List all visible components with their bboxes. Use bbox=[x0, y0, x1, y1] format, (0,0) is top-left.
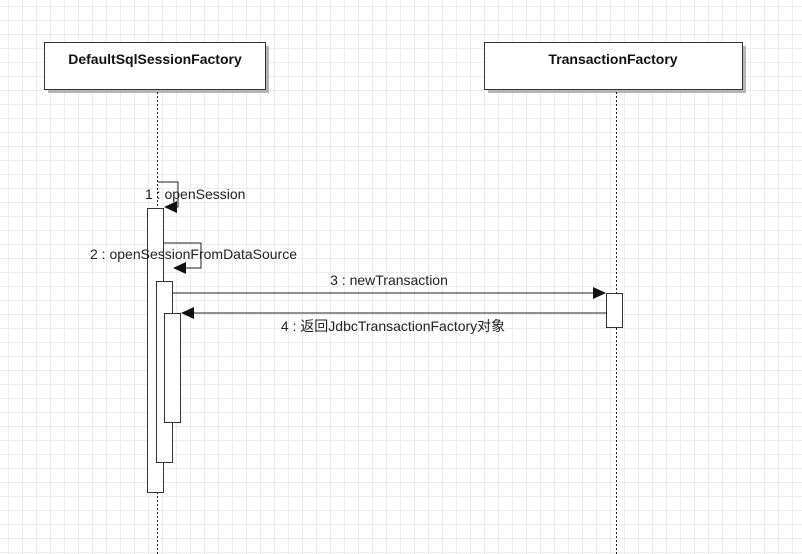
message-4-return-jdbc-transaction-factory[interactable]: 4 : 返回JdbcTransactionFactory对象 bbox=[181, 307, 606, 334]
arrow-head-icon bbox=[593, 287, 606, 299]
activation-bar-return-handling[interactable] bbox=[164, 313, 181, 423]
message-label: 2 : openSessionFromDataSource bbox=[90, 246, 297, 262]
arrow-head-icon bbox=[173, 262, 186, 274]
activation-bar-new-transaction[interactable] bbox=[606, 293, 623, 328]
message-label: 1 : openSession bbox=[145, 186, 245, 202]
participant-box bbox=[44, 42, 266, 90]
message-3-new-transaction[interactable]: 3 : newTransaction bbox=[173, 272, 606, 299]
participant-box bbox=[484, 42, 743, 90]
message-2-open-session-from-data-source[interactable]: 2 : openSessionFromDataSource bbox=[90, 242, 297, 274]
arrow-head-icon bbox=[164, 201, 177, 213]
participant-label: TransactionFactory bbox=[548, 51, 677, 67]
arrow-head-icon bbox=[181, 307, 194, 319]
message-line bbox=[164, 242, 202, 269]
message-label: 4 : 返回JdbcTransactionFactory对象 bbox=[281, 318, 505, 334]
participant-transaction-factory[interactable]: TransactionFactory bbox=[484, 42, 747, 94]
message-label: 3 : newTransaction bbox=[330, 272, 448, 288]
participant-label: DefaultSqlSessionFactory bbox=[68, 51, 242, 67]
message-1-open-session[interactable]: 1 : openSession bbox=[145, 181, 245, 213]
participant-default-sql-session-factory[interactable]: DefaultSqlSessionFactory bbox=[44, 42, 270, 94]
